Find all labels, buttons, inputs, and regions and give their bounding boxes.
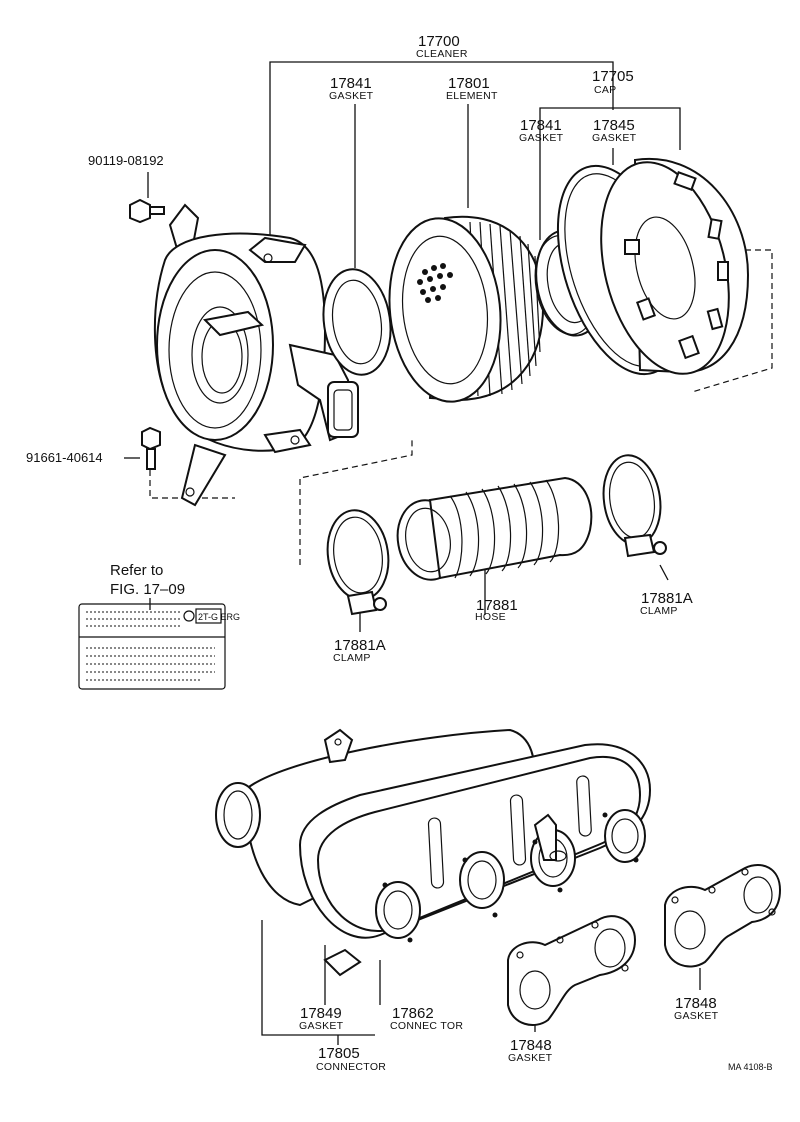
connector-17805 <box>215 728 652 977</box>
drawing-code: MA 4108-B <box>728 1062 773 1072</box>
reference-line-2: FIG. 17–09 <box>110 581 185 598</box>
part-name: GASKET <box>674 1010 719 1022</box>
part-number: 17848 <box>510 1037 552 1054</box>
part-name: CLAMP <box>640 605 678 617</box>
callout-17841-top: 17841 GASKET <box>329 75 374 102</box>
callout-90119-08192: 90119-08192 <box>88 153 164 168</box>
label-tag-text: 2T-G ERG <box>198 612 240 622</box>
callout-17805: 17805 CONNECTOR <box>316 1045 386 1073</box>
part-number: 17841 <box>520 117 562 134</box>
part-number: 17805 <box>318 1045 360 1062</box>
part-name: CONNEC TOR <box>390 1020 463 1032</box>
part-number: 17845 <box>593 117 635 134</box>
callout-17881a-right: 17881A CLAMP <box>640 590 693 617</box>
part-name: ELEMENT <box>446 90 498 102</box>
callout-91661-40614: 91661-40614 <box>26 450 103 465</box>
hose-clamp-right <box>602 454 667 558</box>
part-number: 17862 <box>392 1005 434 1022</box>
reference-line-1: Refer to <box>110 562 163 579</box>
part-number: 17881A <box>334 637 386 654</box>
part-name: GASKET <box>329 90 374 102</box>
part-name: CAP <box>594 84 617 96</box>
callout-17862: 17862 CONNEC TOR <box>390 1005 463 1032</box>
reference-note: Refer to FIG. 17–09 <box>110 562 185 598</box>
part-number: 17848 <box>675 995 717 1012</box>
callout-17845: 17845 GASKET <box>592 117 637 144</box>
leader-lines <box>124 61 701 1045</box>
part-number: 17801 <box>448 75 490 92</box>
filter-element <box>388 215 545 403</box>
reference-label-card: 2T-G ERG <box>78 603 240 690</box>
part-name: GASKET <box>299 1020 344 1032</box>
callout-17705: 17705 CAP <box>592 68 634 96</box>
part-number: 17700 <box>418 33 460 50</box>
callout-17841-mid: 17841 GASKET <box>519 117 564 144</box>
intake-hose <box>396 476 593 581</box>
part-name: GASKET <box>508 1052 553 1064</box>
cleaner-cap <box>600 157 750 375</box>
callout-17700: 17700 CLEANER <box>416 33 468 60</box>
part-name: GASKET <box>519 132 564 144</box>
dashed-assembly-lines <box>149 249 773 565</box>
part-number: 17881A <box>641 590 693 607</box>
callout-17849: 17849 GASKET <box>299 1005 344 1032</box>
part-number: 17881 <box>476 597 518 614</box>
hose-clamp-left <box>326 509 390 616</box>
bolt-90119-08192 <box>129 198 165 224</box>
callout-17848-center: 17848 GASKET <box>508 1037 553 1064</box>
part-name: CLAMP <box>333 652 371 664</box>
part-name: CONNECTOR <box>316 1061 386 1073</box>
air-cleaner-body <box>153 203 359 507</box>
part-number: 17841 <box>330 75 372 92</box>
callout-17881a-left: 17881A CLAMP <box>333 637 386 664</box>
callout-17881: 17881 HOSE <box>475 597 518 623</box>
part-name: GASKET <box>592 132 637 144</box>
part-name: CLEANER <box>416 48 468 60</box>
part-name: HOSE <box>475 611 506 623</box>
gasket-17848-center <box>507 915 637 1026</box>
part-number: 17849 <box>300 1005 342 1022</box>
bolt-91661-40614 <box>141 426 161 470</box>
part-number: 17705 <box>592 68 634 85</box>
callout-17848-right: 17848 GASKET <box>674 995 719 1022</box>
gasket-17848-right <box>664 863 782 968</box>
callout-17801: 17801 ELEMENT <box>446 75 498 102</box>
